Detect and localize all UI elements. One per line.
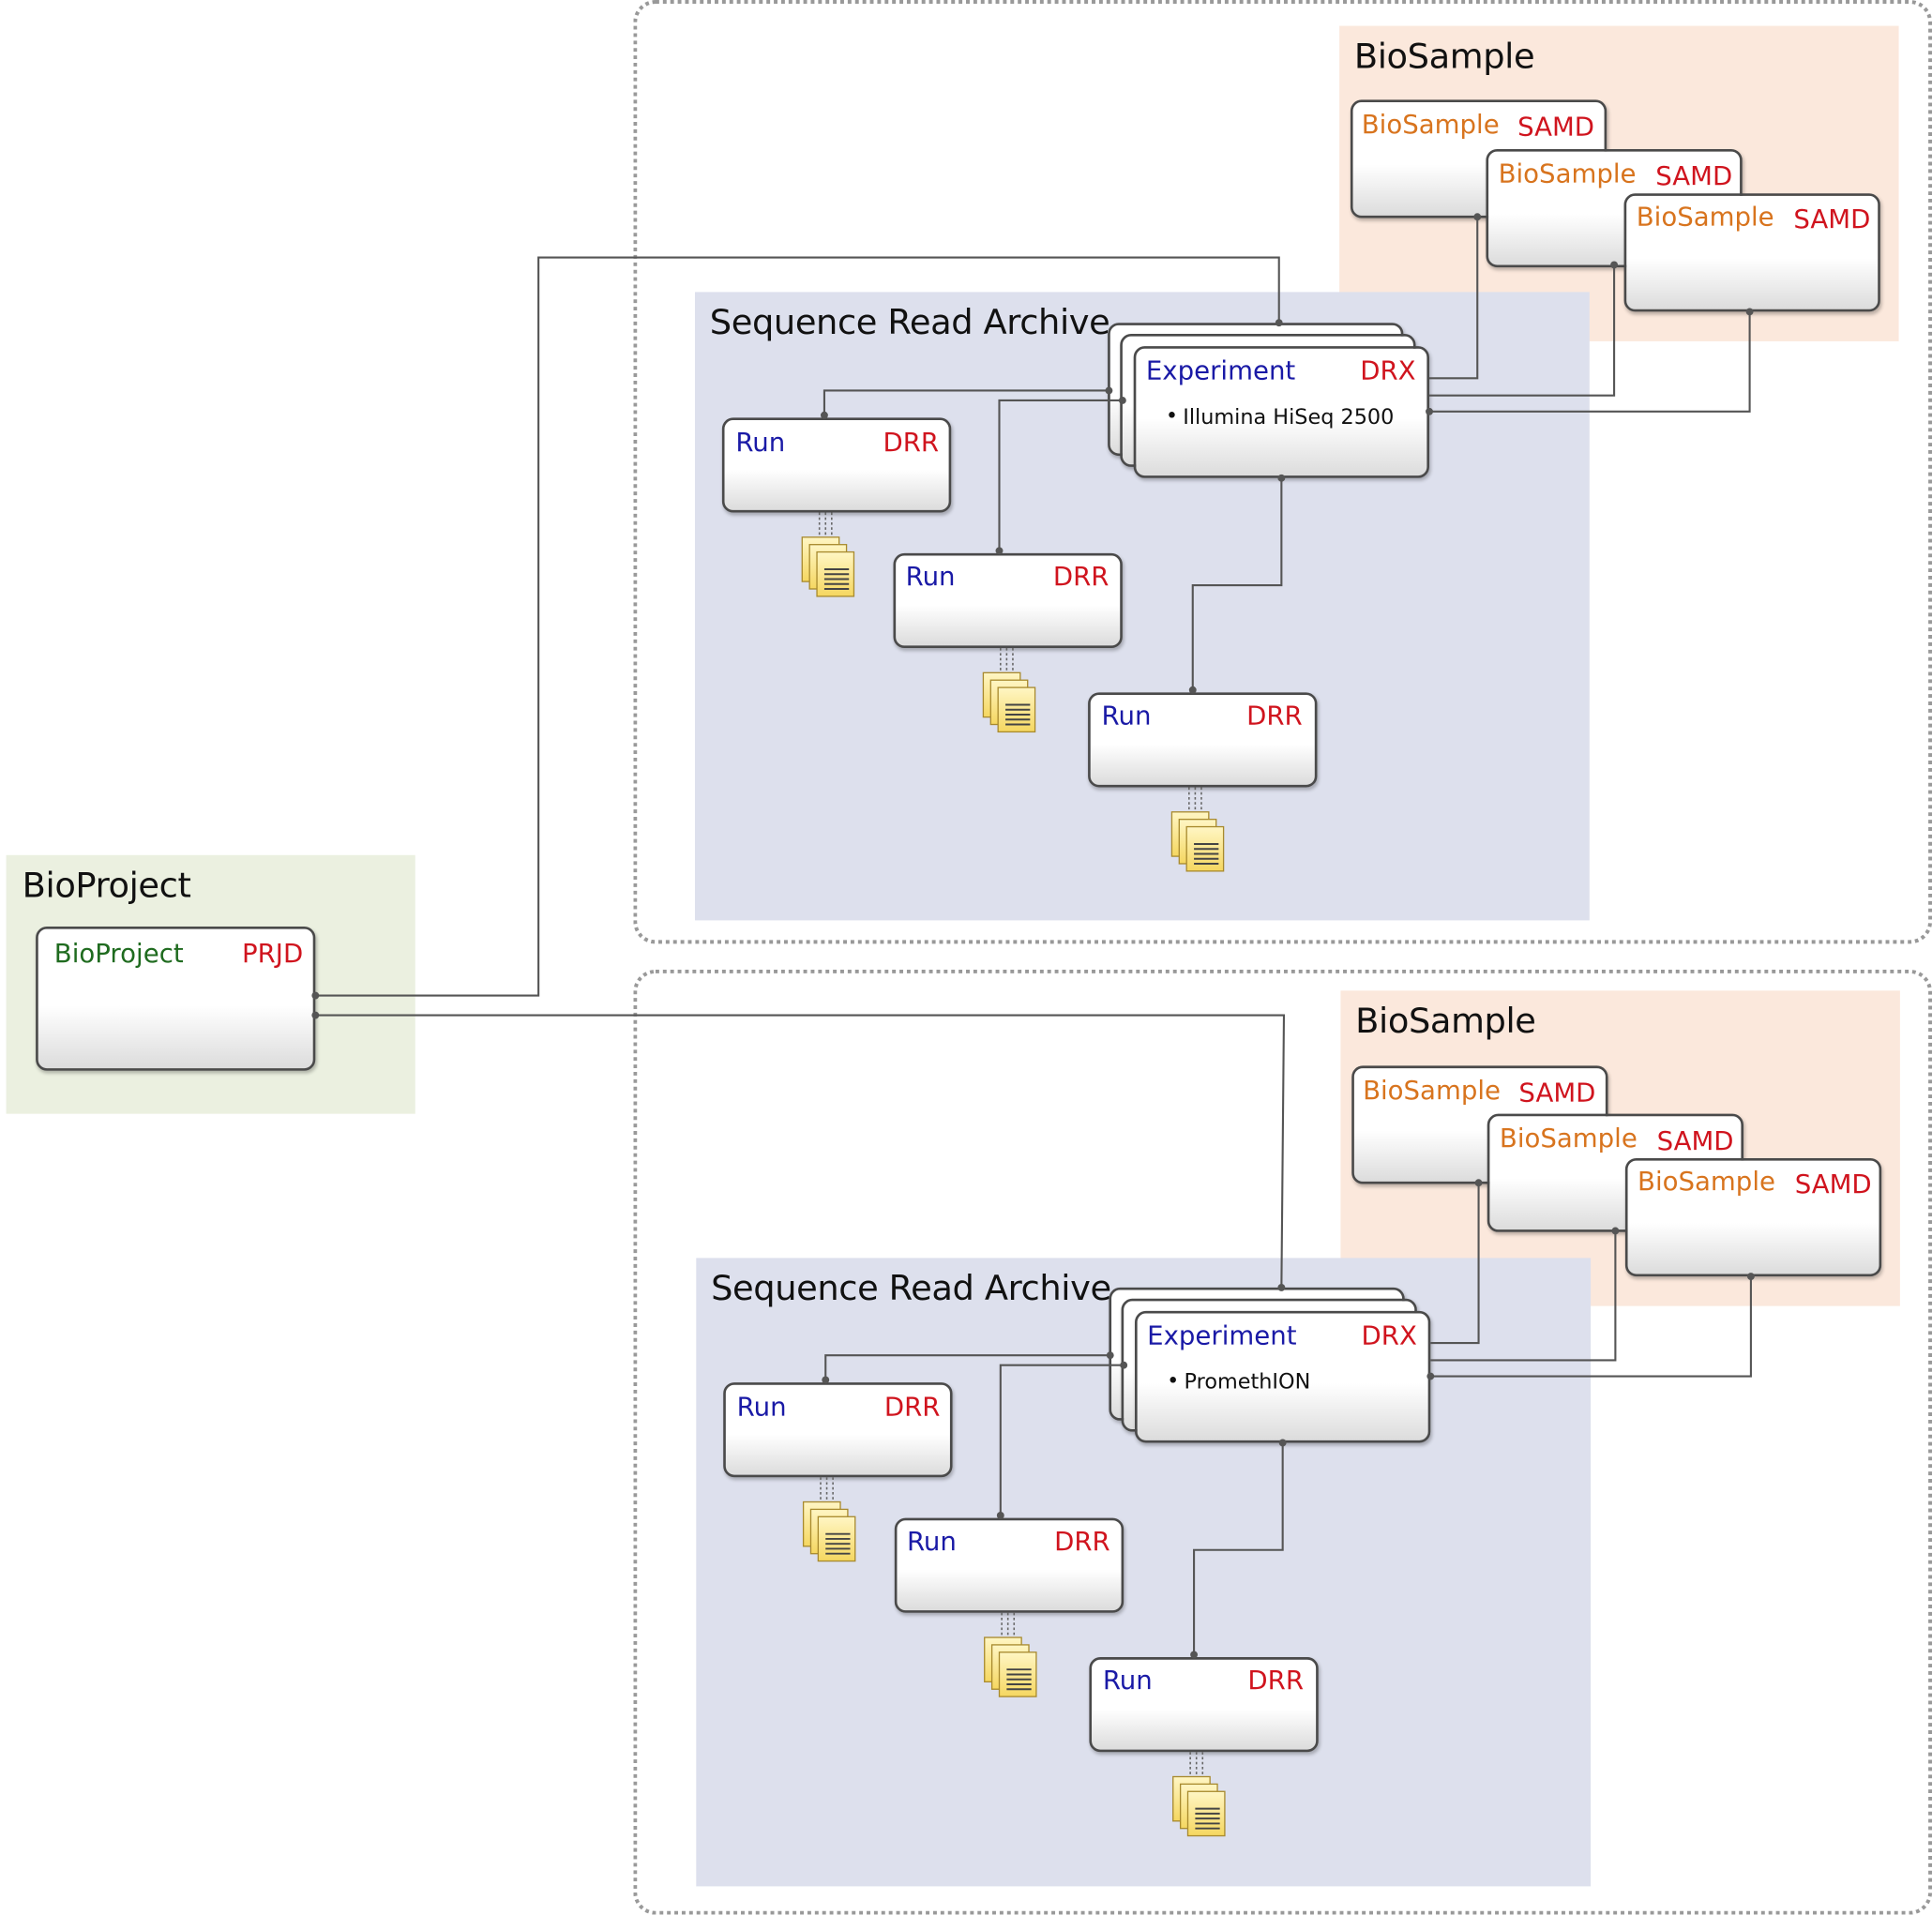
experiment-accession: DRX [1361, 1320, 1417, 1350]
stacked-files-icon [1171, 1775, 1226, 1837]
connector-experiment-run [1191, 477, 1283, 693]
run-accession: DRR [1246, 701, 1303, 731]
connector-experiment-run [823, 389, 1109, 418]
connector-experiment-biosample [1430, 1276, 1752, 1378]
connector-bioproject-experiment-2 [315, 1014, 1286, 1288]
connector-experiment-run [824, 1354, 1110, 1383]
biosample-accession: SAMD [1793, 204, 1871, 234]
run-label: Run [735, 427, 786, 458]
biosample-label: BioSample [1499, 1123, 1638, 1154]
submission-group-2 [633, 969, 1932, 1915]
sra-zone-title: Sequence Read Archive [709, 301, 1110, 343]
run-label: Run [905, 562, 956, 592]
biosample-label: BioSample [1498, 158, 1637, 189]
submission-group-1 [633, 0, 1932, 944]
biosample-label: BioSample [1636, 202, 1774, 232]
bioproject-accession: PRJD [241, 939, 304, 969]
run-accession: DRR [883, 1392, 941, 1423]
biosample-zone-title: BioSample [1355, 1000, 1536, 1042]
run-accession: DRR [1054, 1526, 1110, 1557]
biosample-label: BioSample [1638, 1167, 1775, 1197]
stacked-files-icon [1170, 810, 1225, 872]
run-node[interactable]: Run DRR [1089, 1657, 1319, 1753]
run-accession: DRR [1052, 562, 1109, 592]
connector-experiment-biosample [1429, 217, 1479, 380]
biosample-accession: SAMD [1794, 1169, 1872, 1199]
run-label: Run [736, 1392, 787, 1423]
bioproject-node[interactable]: BioProject PRJD [36, 926, 316, 1071]
experiment-accession: DRX [1360, 355, 1416, 386]
biosample-accession: SAMD [1655, 161, 1733, 191]
connector-experiment-biosample [1429, 264, 1616, 397]
run-label: Run [1101, 701, 1152, 731]
bioproject-label: BioProject [53, 939, 184, 969]
run-node[interactable]: Run DRR [723, 1382, 953, 1478]
platform-bullet-icon: • [1167, 1368, 1180, 1394]
experiment-label: Experiment [1147, 1320, 1297, 1350]
connector-experiment-run [1193, 1442, 1284, 1658]
connector-bioproject-experiment-1 [315, 256, 1280, 997]
biosample-accession: SAMD [1656, 1125, 1734, 1156]
experiment-node[interactable]: Experiment DRX • PromethION [1135, 1310, 1431, 1443]
biosample-node[interactable]: BioSample SAMD [1624, 1157, 1882, 1277]
connector-experiment-biosample [1430, 1183, 1480, 1345]
connector-experiment-biosample [1429, 311, 1751, 413]
stacked-files-icon [801, 535, 855, 597]
run-label: Run [906, 1526, 957, 1557]
experiment-label: Experiment [1145, 355, 1296, 386]
run-label: Run [1102, 1666, 1153, 1696]
run-node[interactable]: Run DRR [721, 417, 952, 513]
connector-experiment-run [999, 1364, 1124, 1518]
experiment-platform: PromethION [1184, 1369, 1311, 1395]
stacked-files-icon [983, 1636, 1037, 1698]
bioproject-zone-title: BioProject [22, 865, 191, 906]
run-accession: DRR [1247, 1666, 1305, 1696]
biosample-label: BioSample [1363, 1075, 1502, 1106]
experiment-node[interactable]: Experiment DRX • Illumina HiSeq 2500 [1133, 346, 1430, 478]
sra-zone-title: Sequence Read Archive [711, 1267, 1111, 1309]
run-accession: DRR [883, 427, 940, 458]
stacked-files-icon [802, 1500, 856, 1562]
run-node[interactable]: Run DRR [894, 1517, 1124, 1613]
biosample-label: BioSample [1361, 109, 1500, 140]
connector-experiment-biosample [1430, 1230, 1617, 1362]
experiment-platform: Illumina HiSeq 2500 [1183, 405, 1395, 430]
biosample-zone-title: BioSample [1353, 36, 1535, 77]
run-node[interactable]: Run DRR [1088, 692, 1318, 788]
run-node[interactable]: Run DRR [893, 552, 1123, 649]
biosample-accession: SAMD [1517, 112, 1595, 143]
connector-experiment-run [998, 399, 1123, 553]
platform-bullet-icon: • [1165, 403, 1179, 430]
biosample-accession: SAMD [1518, 1078, 1596, 1108]
stacked-files-icon [982, 671, 1036, 733]
